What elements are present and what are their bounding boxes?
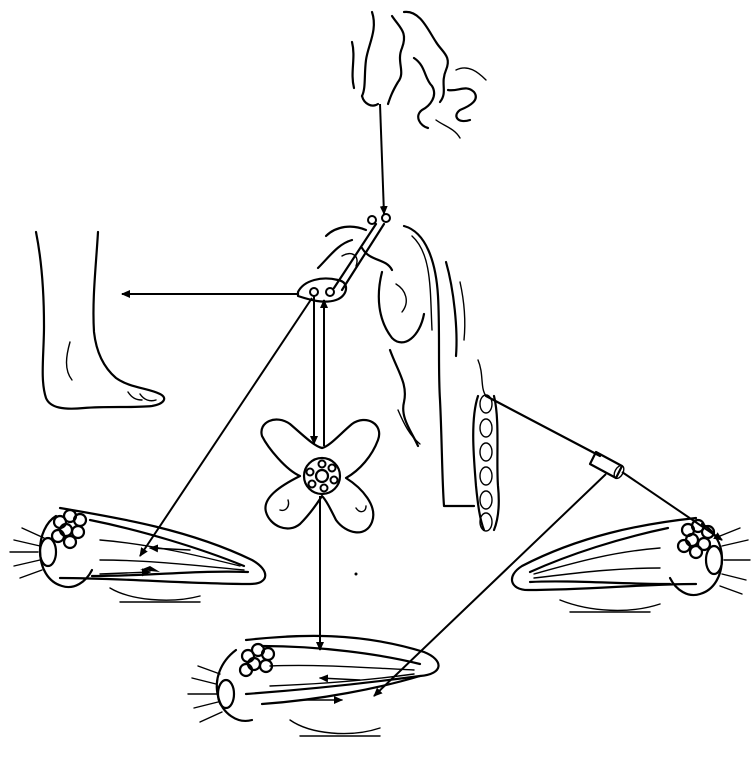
eye-icon [10, 508, 265, 602]
arrow-brain-to-nucleus [380, 104, 384, 214]
arrow-nucleus-to-left-eye [140, 298, 312, 556]
arrow-scg-to-right-eye [622, 472, 722, 540]
sympathetic-chain-icon [473, 395, 626, 531]
brain-icon [352, 12, 486, 138]
foot-icon [36, 232, 164, 409]
eye-icon [512, 518, 750, 612]
pathway-arrows [122, 104, 722, 696]
eye-icon [188, 636, 439, 736]
